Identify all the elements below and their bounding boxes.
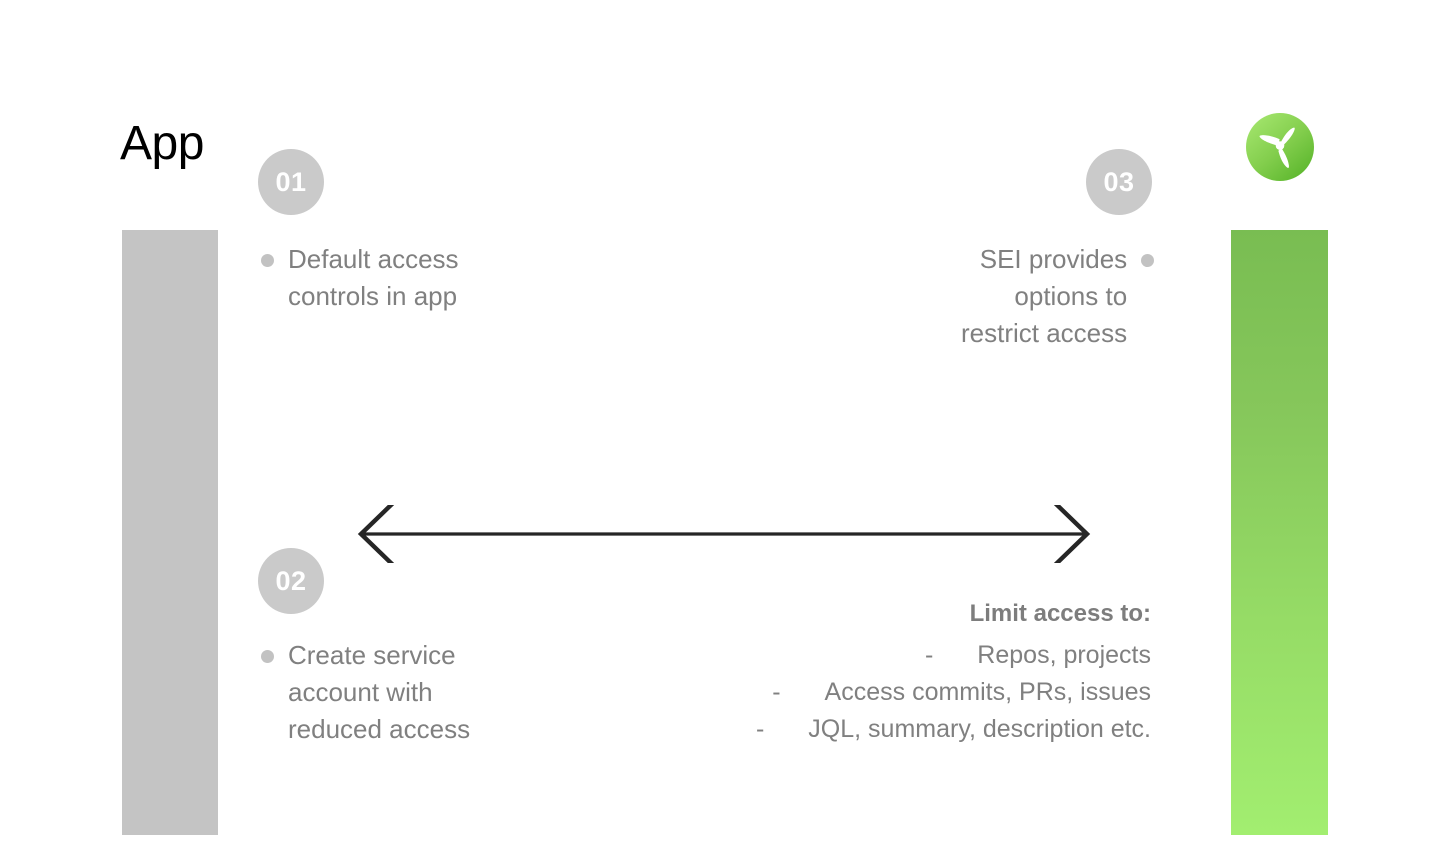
limit-access-item: - Repos, projects <box>600 637 1151 674</box>
step-text-01-label: Default access controls in app <box>288 244 459 311</box>
bullet-dot-icon <box>261 650 274 663</box>
step-text-02-label: Create service account with reduced acce… <box>288 640 471 744</box>
list-dash-marker: - <box>755 715 765 743</box>
step-text-03-label: SEI provides options to restrict access <box>961 244 1128 348</box>
sei-side-bar <box>1231 230 1328 835</box>
sei-propeller-logo <box>1245 112 1315 182</box>
bullet-dot-icon <box>1141 254 1155 267</box>
limit-access-item: - JQL, summary, description etc. <box>600 711 1151 748</box>
step-text-02: Create service account with reduced acce… <box>261 637 470 748</box>
app-side-bar <box>122 230 218 835</box>
bullet-dot-icon <box>261 254 274 267</box>
page-title: App <box>120 117 204 170</box>
limit-access-item-label: Access commits, PRs, issues <box>824 678 1151 706</box>
limit-access-item-label: Repos, projects <box>977 641 1151 669</box>
step-text-01: Default access controls in app <box>261 241 459 315</box>
step-badge-03: 03 <box>1086 149 1152 215</box>
limit-access-list: Limit access to: - Repos, projects - Acc… <box>600 595 1151 748</box>
step-badge-01: 01 <box>258 149 324 215</box>
limit-access-item-label: JQL, summary, description etc. <box>808 715 1151 743</box>
step-text-03: SEI provides options to restrict access <box>961 241 1155 352</box>
list-dash-marker: - <box>924 641 934 669</box>
limit-access-item: - Access commits, PRs, issues <box>600 674 1151 711</box>
double-headed-arrow <box>348 500 1100 568</box>
limit-access-heading: Limit access to: <box>969 600 1151 627</box>
step-badge-02: 02 <box>258 548 324 614</box>
list-dash-marker: - <box>772 678 781 706</box>
